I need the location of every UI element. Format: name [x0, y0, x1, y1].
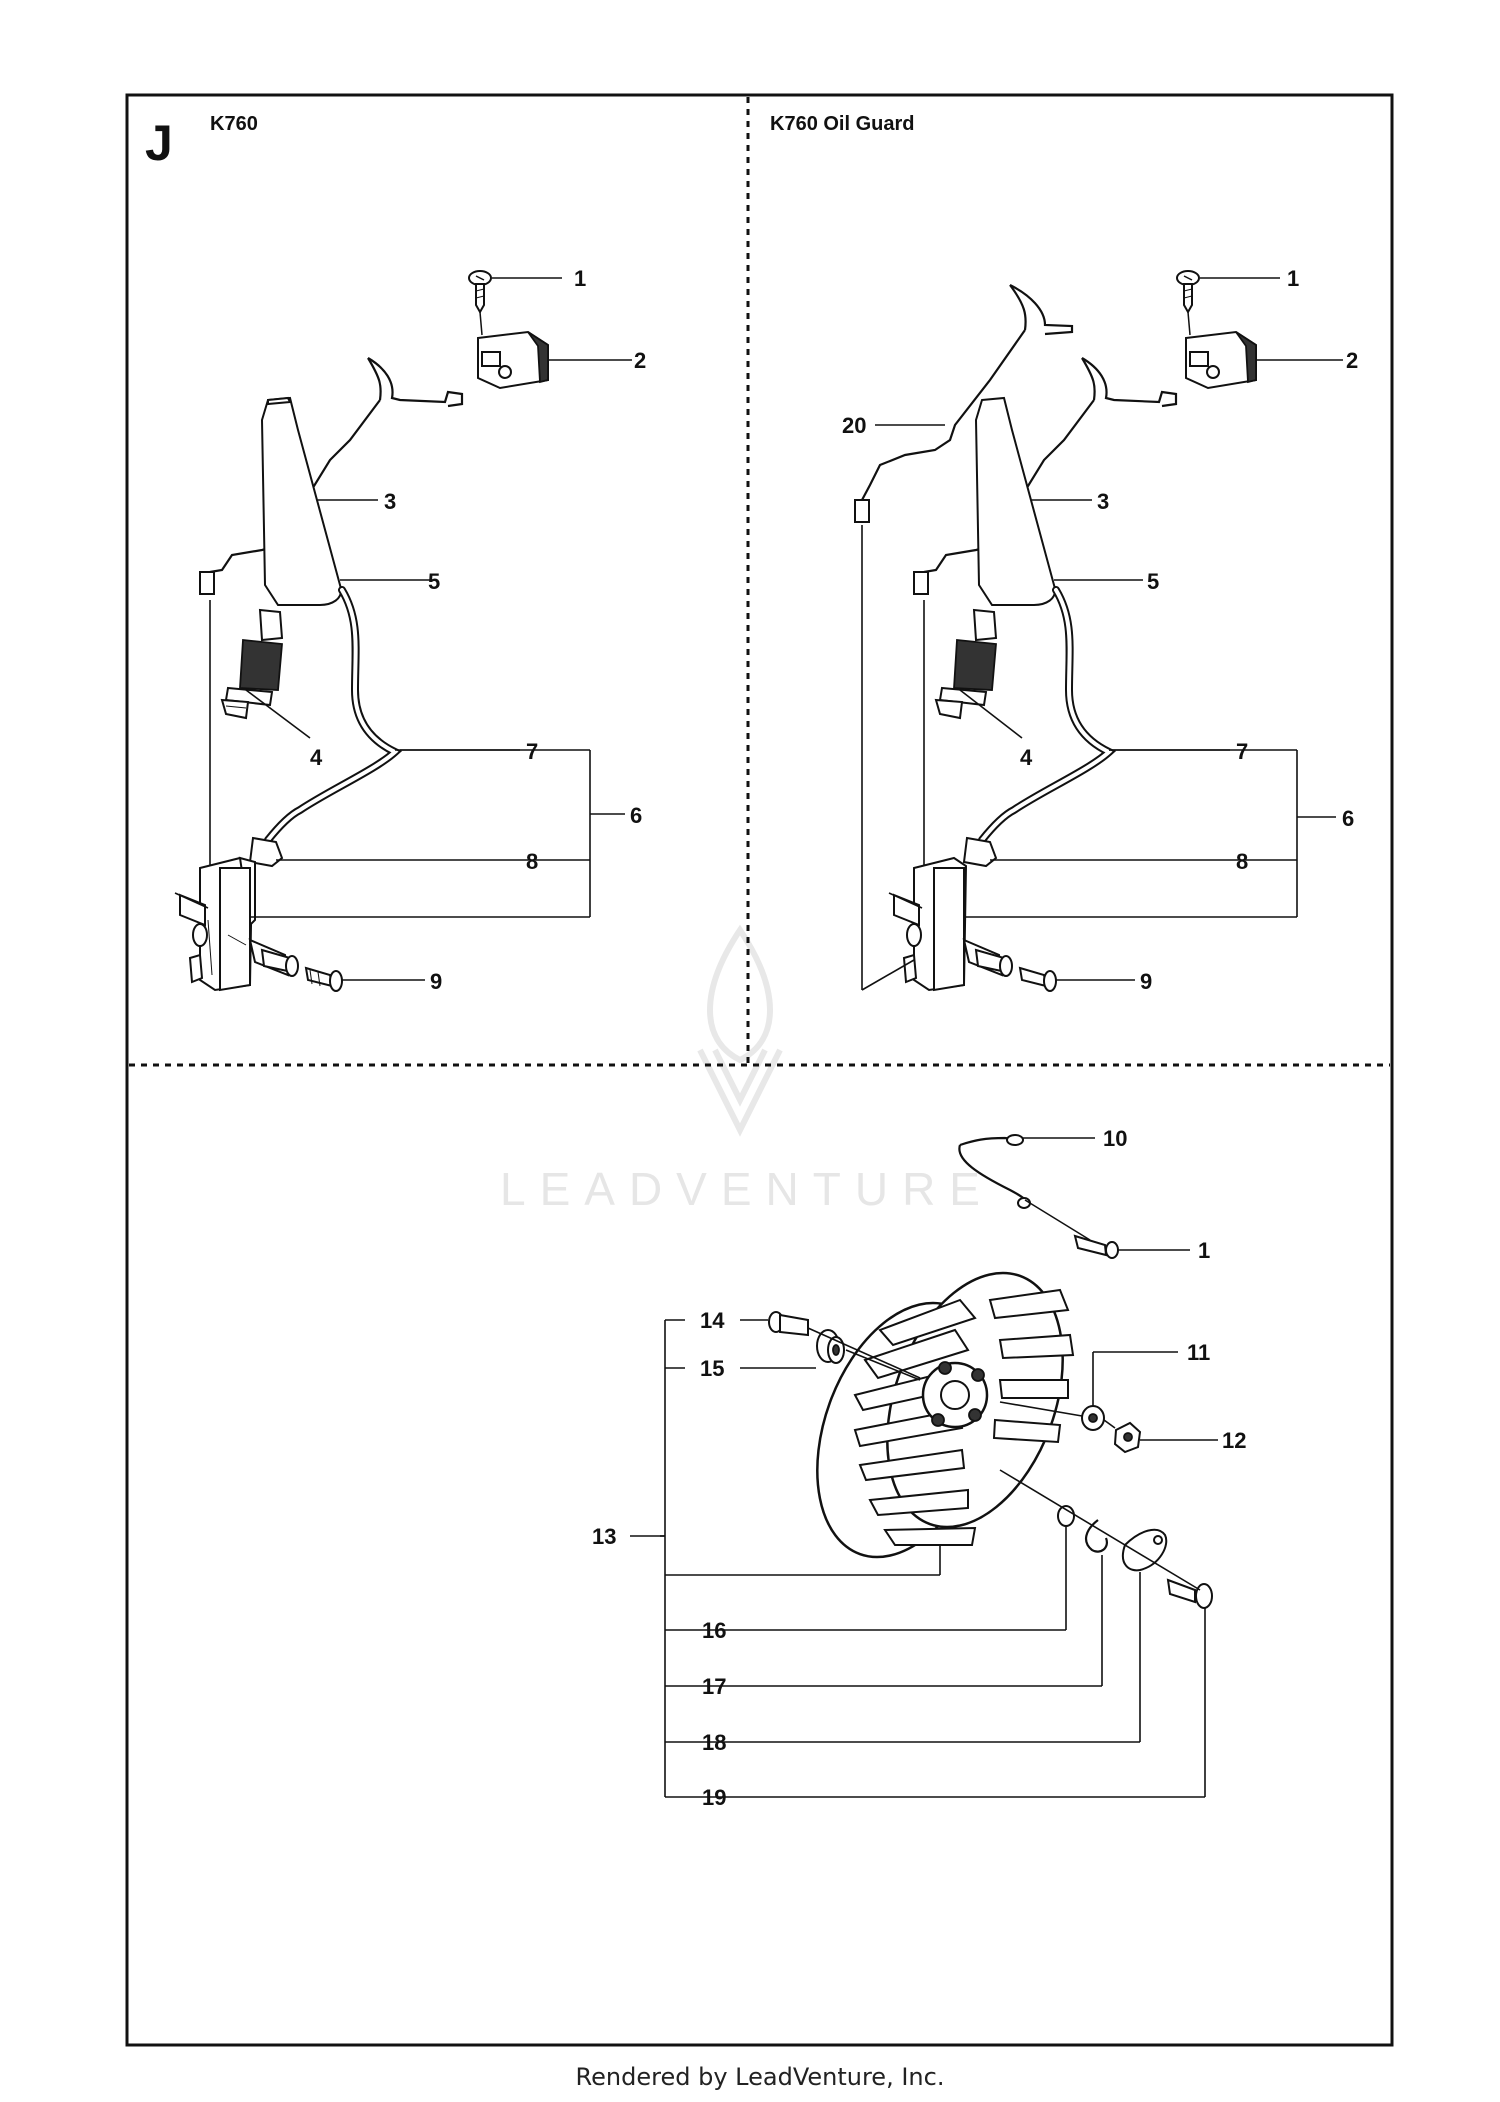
part-flywheel-13	[816, 1271, 1075, 1559]
callout-3: 3	[1097, 489, 1109, 514]
part-stop-switch-2	[477, 311, 549, 390]
panel-title-k760-oil-guard: K760 Oil Guard	[770, 113, 915, 135]
callout-9: 9	[1140, 969, 1152, 994]
callout-6: 6	[630, 803, 642, 828]
part-screw-9	[260, 948, 343, 992]
part-ignition-module-6	[179, 856, 290, 992]
part-screw-1	[1024, 1199, 1119, 1259]
part-stop-switch-2	[1185, 311, 1257, 390]
part-ignition-lead-7	[264, 586, 403, 844]
callout-8: 8	[1236, 849, 1248, 874]
callout-14: 14	[700, 1308, 725, 1333]
part-washer-11	[1081, 1405, 1105, 1431]
part-ignition-lead-7	[978, 586, 1117, 844]
part-screw-1	[1176, 270, 1200, 315]
panel-title-k760: K760	[210, 113, 258, 135]
callout-20: 20	[842, 413, 866, 438]
part-spring-17	[1084, 1519, 1108, 1553]
callout-5: 5	[1147, 569, 1159, 594]
callout-19: 19	[702, 1785, 726, 1810]
panel-k760: 1 2 3 5 7	[174, 266, 646, 994]
footer-credit: Rendered by LeadVenture, Inc.	[576, 2063, 945, 2091]
callout-10: 10	[1103, 1126, 1127, 1151]
part-screw-9	[974, 948, 1057, 992]
callout-6: 6	[1342, 806, 1354, 831]
callout-15: 15	[700, 1356, 724, 1381]
callout-5: 5	[428, 569, 440, 594]
callout-18: 18	[702, 1730, 726, 1755]
part-pawl-18	[1121, 1528, 1168, 1572]
callout-7: 7	[1236, 739, 1248, 764]
watermark-text: LEADVENTURE	[500, 1163, 994, 1215]
part-spark-plug-cap-5	[974, 396, 1056, 606]
callout-11: 11	[1187, 1340, 1210, 1365]
part-ignition-module-6	[893, 856, 1004, 992]
watermark-flame-logo	[697, 924, 783, 1137]
callout-2: 2	[634, 348, 646, 373]
part-spark-plug-cap-5	[260, 396, 342, 606]
watermark: LEADVENTURE	[500, 924, 994, 1215]
callout-1: 1	[1287, 266, 1299, 291]
callout-9: 9	[430, 969, 442, 994]
part-bolt-14	[768, 1311, 809, 1337]
callout-4: 4	[1020, 745, 1033, 770]
callout-13: 13	[592, 1524, 616, 1549]
callout-2: 2	[1346, 348, 1358, 373]
callout-3: 3	[384, 489, 396, 514]
callout-12: 12	[1222, 1428, 1246, 1453]
panel-k760-oil-guard: 1 2 20 3	[842, 266, 1358, 994]
callout-1: 1	[1198, 1238, 1210, 1263]
section-letter: J	[145, 115, 173, 171]
part-spark-plug-4	[934, 608, 998, 720]
part-bushing-15	[816, 1329, 845, 1364]
part-terminal-8	[962, 836, 998, 868]
part-oil-guard-cable-20	[854, 284, 1074, 523]
callout-17: 17	[702, 1674, 726, 1699]
panel-flywheel: 10 1	[592, 1126, 1246, 1810]
callout-7: 7	[526, 739, 538, 764]
diagram-frame	[125, 93, 1394, 2047]
callout-16: 16	[702, 1618, 726, 1643]
part-nut-12	[1113, 1421, 1142, 1454]
callout-1: 1	[574, 266, 586, 291]
part-terminal-8	[248, 836, 284, 868]
callout-8: 8	[526, 849, 538, 874]
part-screw-1	[468, 270, 492, 315]
callout-4: 4	[310, 745, 323, 770]
part-short-circuit-cable-3	[913, 357, 1178, 595]
part-spark-plug-4	[220, 608, 284, 720]
